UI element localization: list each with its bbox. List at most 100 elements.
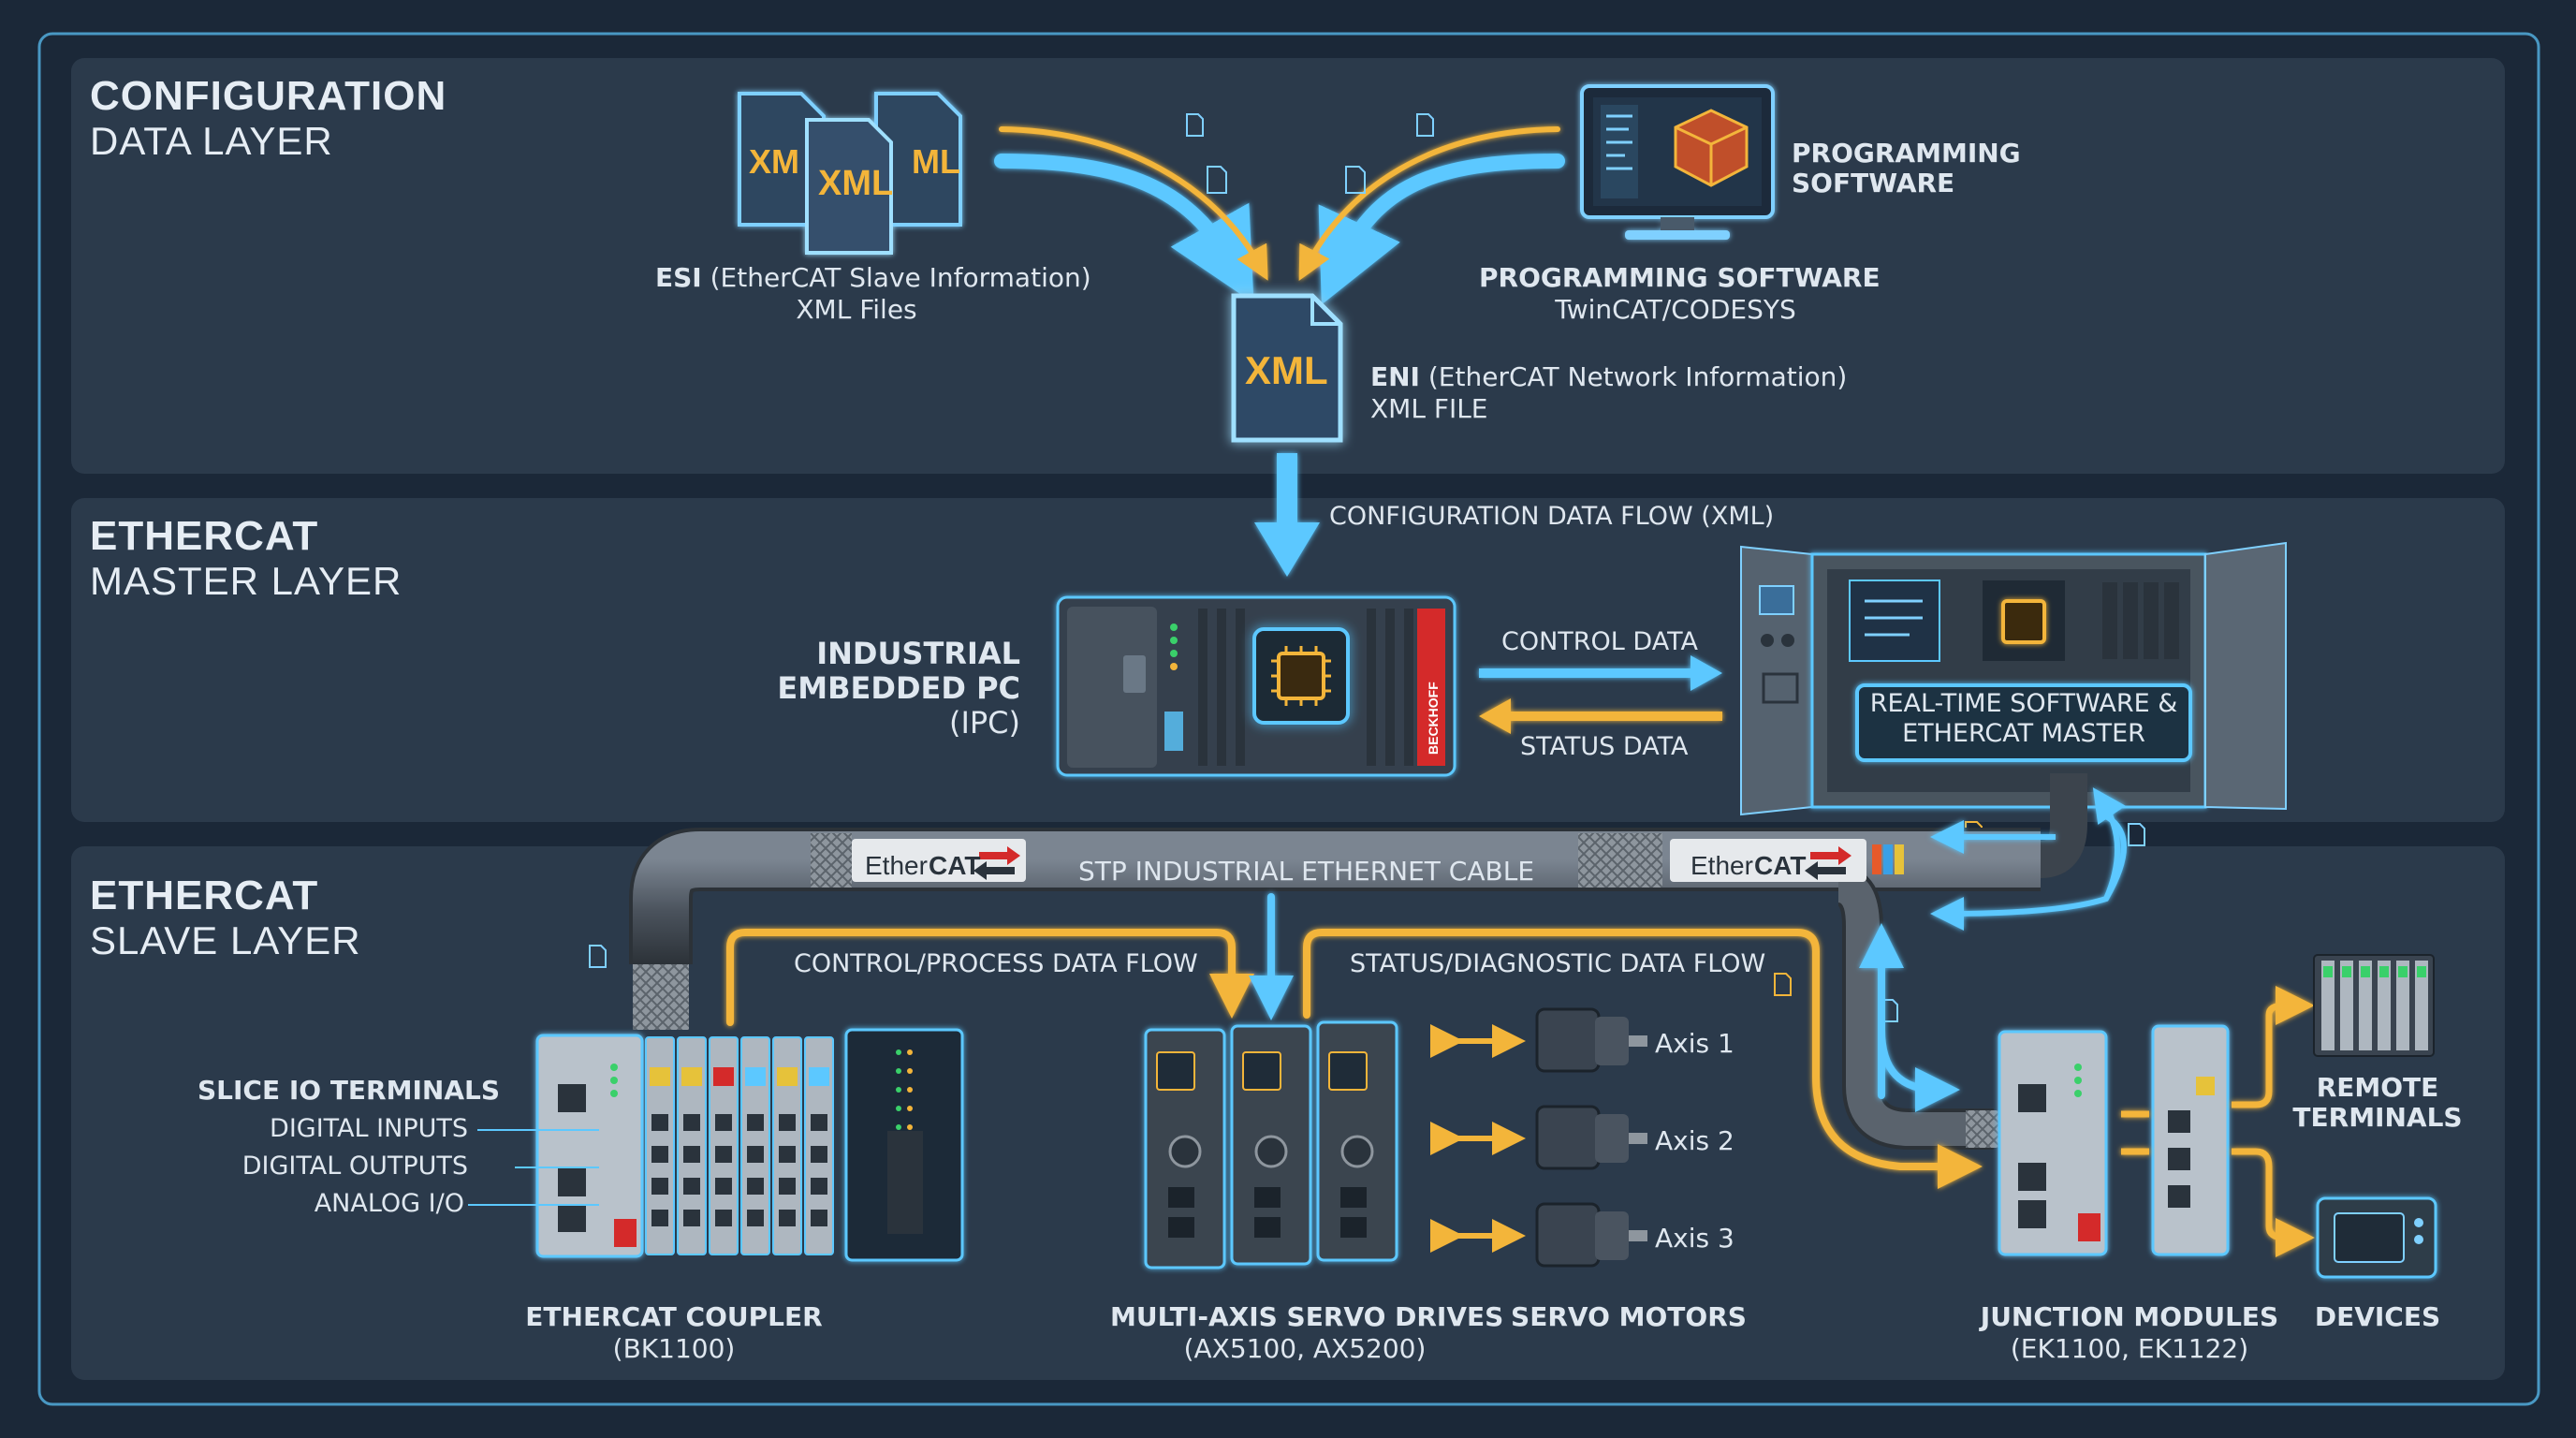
slice-io-callout bbox=[844, 1028, 964, 1262]
programming-software-monitor-icon bbox=[1580, 84, 1775, 240]
programming-software-side-label: PROGRAMMING SOFTWARE bbox=[1792, 138, 2021, 198]
junction-title: JUNCTION MODULES bbox=[1980, 1301, 2279, 1332]
slice-terminal-port bbox=[747, 1210, 764, 1226]
devices-label: DEVICES bbox=[2314, 1301, 2441, 1332]
servo-drive-port bbox=[1168, 1187, 1194, 1208]
ipc-l2: EMBEDDED PC bbox=[777, 669, 1020, 706]
drives-title: MULTI-AXIS SERVO DRIVES bbox=[1110, 1301, 1504, 1332]
esi-xml-files-icon bbox=[738, 92, 962, 255]
slice-terminal-port bbox=[715, 1210, 732, 1226]
master-layer-title: ETHERCAT bbox=[90, 513, 319, 559]
slice-io-title: SLICE IO TERMINALS bbox=[187, 1075, 500, 1107]
slice-terminal-color bbox=[650, 1067, 670, 1086]
config-layer-panel bbox=[71, 58, 2505, 474]
slice-terminal-port bbox=[715, 1114, 732, 1131]
ipc-label: INDUSTRIAL EMBEDDED PC (IPC) bbox=[768, 637, 1020, 740]
slice-item-digital-outputs: DIGITAL OUTPUTS bbox=[242, 1152, 468, 1181]
slice-terminal-port bbox=[779, 1178, 796, 1195]
servo-motor-shaft bbox=[1629, 1133, 1647, 1144]
control-data-arrow bbox=[1479, 655, 1722, 691]
cable-tag-right-cat: CAT bbox=[1754, 851, 1806, 880]
junction-modules bbox=[1998, 1024, 2230, 1256]
ipc-l1: INDUSTRIAL bbox=[816, 636, 1020, 671]
slice-terminal-color bbox=[713, 1067, 734, 1086]
remote-slice-led bbox=[2398, 966, 2408, 977]
slice-terminal-port bbox=[811, 1114, 827, 1131]
config-layer-title: CONFIGURATION bbox=[90, 73, 447, 119]
slice-terminal-port bbox=[683, 1146, 700, 1163]
ipc-l3: (IPC) bbox=[948, 704, 1020, 741]
prog-title: PROGRAMMING SOFTWARE bbox=[1479, 262, 1881, 293]
servo-motor-body bbox=[1535, 1105, 1601, 1170]
eni-label: ENI (EtherCAT Network Information) XML F… bbox=[1370, 361, 1847, 424]
servo-motor-shaft bbox=[1629, 1035, 1647, 1047]
servo-motor-flange bbox=[1595, 1114, 1629, 1163]
servo-drive-knob bbox=[1254, 1135, 1288, 1168]
slice-terminal-port bbox=[747, 1146, 764, 1163]
servo-drive-port bbox=[1168, 1217, 1194, 1238]
slice-terminal-color bbox=[809, 1067, 829, 1086]
servo-drive-display bbox=[1156, 1051, 1195, 1091]
servo-motor-body bbox=[1535, 1202, 1601, 1268]
eni-label-bold: ENI bbox=[1370, 361, 1420, 392]
realtime-software-label: REAL-TIME SOFTWARE & ETHERCAT MASTER bbox=[1857, 689, 2190, 750]
remote-slice bbox=[2378, 961, 2391, 1050]
cable-tag-left-ether: Ether bbox=[865, 851, 928, 880]
remote-slice bbox=[2415, 961, 2428, 1050]
remote-l2: TERMINALS bbox=[2292, 1102, 2463, 1134]
rt-l1: REAL-TIME SOFTWARE & bbox=[1869, 689, 2178, 718]
remote-slice bbox=[2396, 961, 2409, 1050]
servo-drive-knob bbox=[1340, 1135, 1374, 1168]
esi-label-bold: ESI bbox=[655, 262, 702, 293]
slice-terminal-port bbox=[651, 1146, 668, 1163]
slave-layer-subtitle: SLAVE LAYER bbox=[90, 918, 361, 963]
slice-terminal-port bbox=[811, 1178, 827, 1195]
config-to-master-arrow bbox=[1254, 453, 1320, 577]
coupler-title: ETHERCAT COUPLER bbox=[525, 1301, 823, 1332]
servo-drive-knob bbox=[1168, 1135, 1202, 1168]
motors-label: SERVO MOTORS bbox=[1511, 1301, 1747, 1332]
slice-terminal-port bbox=[779, 1146, 796, 1163]
remote-slice-led bbox=[2379, 966, 2389, 977]
cable-tag-right-ether: Ether bbox=[1690, 851, 1753, 880]
servo-drive-port bbox=[1254, 1217, 1281, 1238]
master-layer-subtitle: MASTER LAYER bbox=[90, 559, 402, 604]
esi-file-left-text: XM bbox=[749, 142, 799, 181]
slice-terminal-port bbox=[747, 1114, 764, 1131]
esi-label-line2: XML Files bbox=[796, 293, 917, 325]
slice-terminal-port bbox=[811, 1146, 827, 1163]
coupler-sub: (BK1100) bbox=[612, 1332, 736, 1364]
servo-motors bbox=[1430, 1007, 1647, 1268]
slice-terminal-port bbox=[779, 1210, 796, 1226]
servo-motor-flange bbox=[1595, 1211, 1629, 1260]
section-config-title: CONFIGURATION DATA LAYER bbox=[90, 73, 446, 163]
control-flow-path bbox=[726, 893, 1983, 1189]
config-layer-subtitle: DATA LAYER bbox=[90, 119, 333, 164]
slice-terminal-color bbox=[777, 1067, 798, 1086]
servo-drives bbox=[1144, 1020, 1398, 1269]
servo-drive-port bbox=[1340, 1187, 1367, 1208]
remote-slice-led bbox=[2417, 966, 2426, 977]
slice-terminal-port bbox=[651, 1114, 668, 1131]
esi-label-rest: (EtherCAT Slave Information) bbox=[701, 262, 1091, 293]
servo-drive-port bbox=[1254, 1187, 1281, 1208]
slice-terminal-port bbox=[651, 1178, 668, 1195]
remote-terminals-label: REMOTE TERMINALS bbox=[2284, 1072, 2471, 1134]
slice-terminal-port bbox=[651, 1210, 668, 1226]
section-master-title: ETHERCAT MASTER LAYER bbox=[90, 513, 402, 603]
remote-slice bbox=[2340, 961, 2353, 1050]
status-data-arrow bbox=[1479, 698, 1722, 734]
servo-drive-display bbox=[1328, 1051, 1368, 1091]
slice-terminal-port bbox=[683, 1210, 700, 1226]
coupler-label: ETHERCAT COUPLER (BK1100) bbox=[487, 1301, 861, 1364]
slave-layer-title: ETHERCAT bbox=[90, 873, 319, 918]
servo-drive-port bbox=[1340, 1217, 1367, 1238]
slice-terminal-color bbox=[681, 1067, 702, 1086]
axis-1-label: Axis 1 bbox=[1655, 1028, 1734, 1059]
servo-motor-flange bbox=[1595, 1017, 1629, 1065]
status-data-label: STATUS DATA bbox=[1520, 732, 1689, 761]
programming-software-label: PROGRAMMING SOFTWARE TwinCAT/CODESYS bbox=[1479, 262, 1881, 325]
cable-tag-left-cat: CAT bbox=[929, 851, 980, 880]
device-panel bbox=[2316, 1196, 2437, 1279]
